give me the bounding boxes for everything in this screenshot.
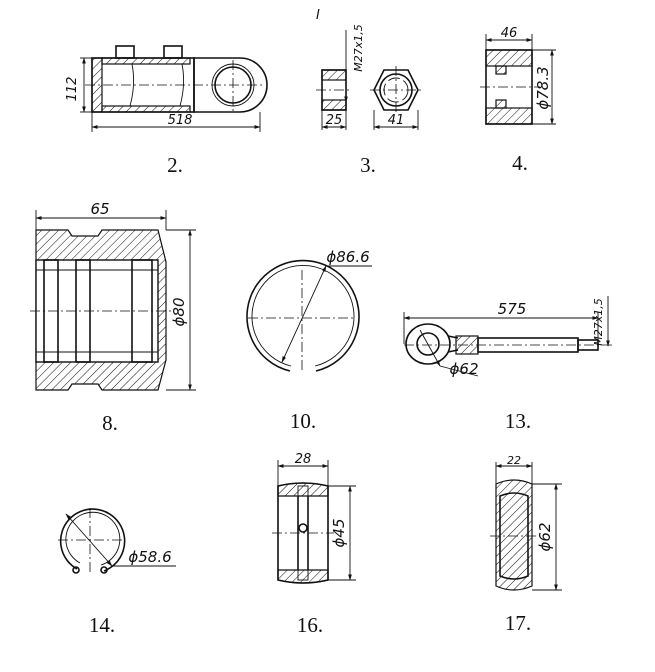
fig3-width-dim: 25	[326, 113, 343, 128]
figure-4-bushing: 46 ϕ78.3 4.	[480, 26, 556, 175]
fig14-ring	[59, 508, 126, 572]
fig14-caption: 14.	[89, 613, 115, 637]
fig3-across-dim: 41	[388, 113, 405, 128]
fig10-diameter-dim: ϕ86.6	[326, 248, 369, 266]
figure-17-barrel-roller: 22 ϕ62 17.	[490, 454, 562, 635]
fig17-body	[495, 479, 533, 591]
figure-14-retaining-ring: ϕ58.6 14.	[58, 508, 176, 637]
fig16-caption: 16.	[297, 613, 323, 637]
fig14-diameter-dim: ϕ58.6	[128, 548, 171, 566]
fig10-ring-outer	[246, 259, 360, 372]
figure-10-split-ring: ϕ86.6 10.	[246, 248, 372, 433]
figure-2-cylinder-eye: 112 518 2.	[65, 45, 268, 177]
fig13-caption: 13.	[505, 409, 531, 433]
fig3-hex-view	[373, 69, 419, 111]
fig13-diameter-dim: ϕ62	[450, 360, 479, 378]
fig2-caption: 2.	[167, 153, 183, 177]
fig17-width-dim: 22	[507, 454, 521, 467]
fig2-top-boss-left	[115, 45, 135, 59]
fig4-diameter-dim: ϕ78.3	[534, 66, 552, 109]
fig13-eye	[405, 323, 451, 365]
fig4-caption: 4.	[512, 151, 528, 175]
figure-16-roller: 28 ϕ45 16.	[272, 452, 356, 637]
fig17-diameter-dim: ϕ62	[536, 523, 554, 552]
fig2-eye	[193, 57, 268, 113]
fig16-diameter-dim: ϕ45	[330, 519, 348, 548]
figure-8-grooved-bushing: 65 ϕ80 8.	[30, 200, 196, 435]
fig17-caption: 17.	[505, 611, 531, 635]
fig3-caption: 3.	[360, 153, 376, 177]
fig8-diameter-dim: ϕ80	[170, 298, 188, 327]
page-marker: I	[316, 8, 320, 23]
fig4-width-dim: 46	[501, 26, 518, 41]
fig13-thread-dim: M27x1,5	[592, 298, 605, 346]
fig8-width-dim: 65	[90, 200, 109, 218]
fig13-length-dim: 575	[498, 300, 527, 318]
figure-3-nut: M27x1,5 25 41 3.	[316, 24, 422, 177]
fig16-width-dim: 28	[295, 452, 312, 467]
fig2-top-wall	[101, 57, 191, 65]
fig2-length-dim: 518	[168, 113, 193, 128]
fig2-height-dim: 112	[65, 77, 80, 102]
fig10-caption: 10.	[290, 409, 316, 433]
figure-13-eye-bolt: 575 M27x1,5 ϕ62 13.	[403, 296, 612, 433]
fig2-top-boss-right	[163, 45, 183, 59]
fig2-bottom-wall	[101, 105, 191, 113]
fig8-caption: 8.	[102, 411, 118, 435]
fig3-thread-dim: M27x1,5	[352, 24, 365, 72]
